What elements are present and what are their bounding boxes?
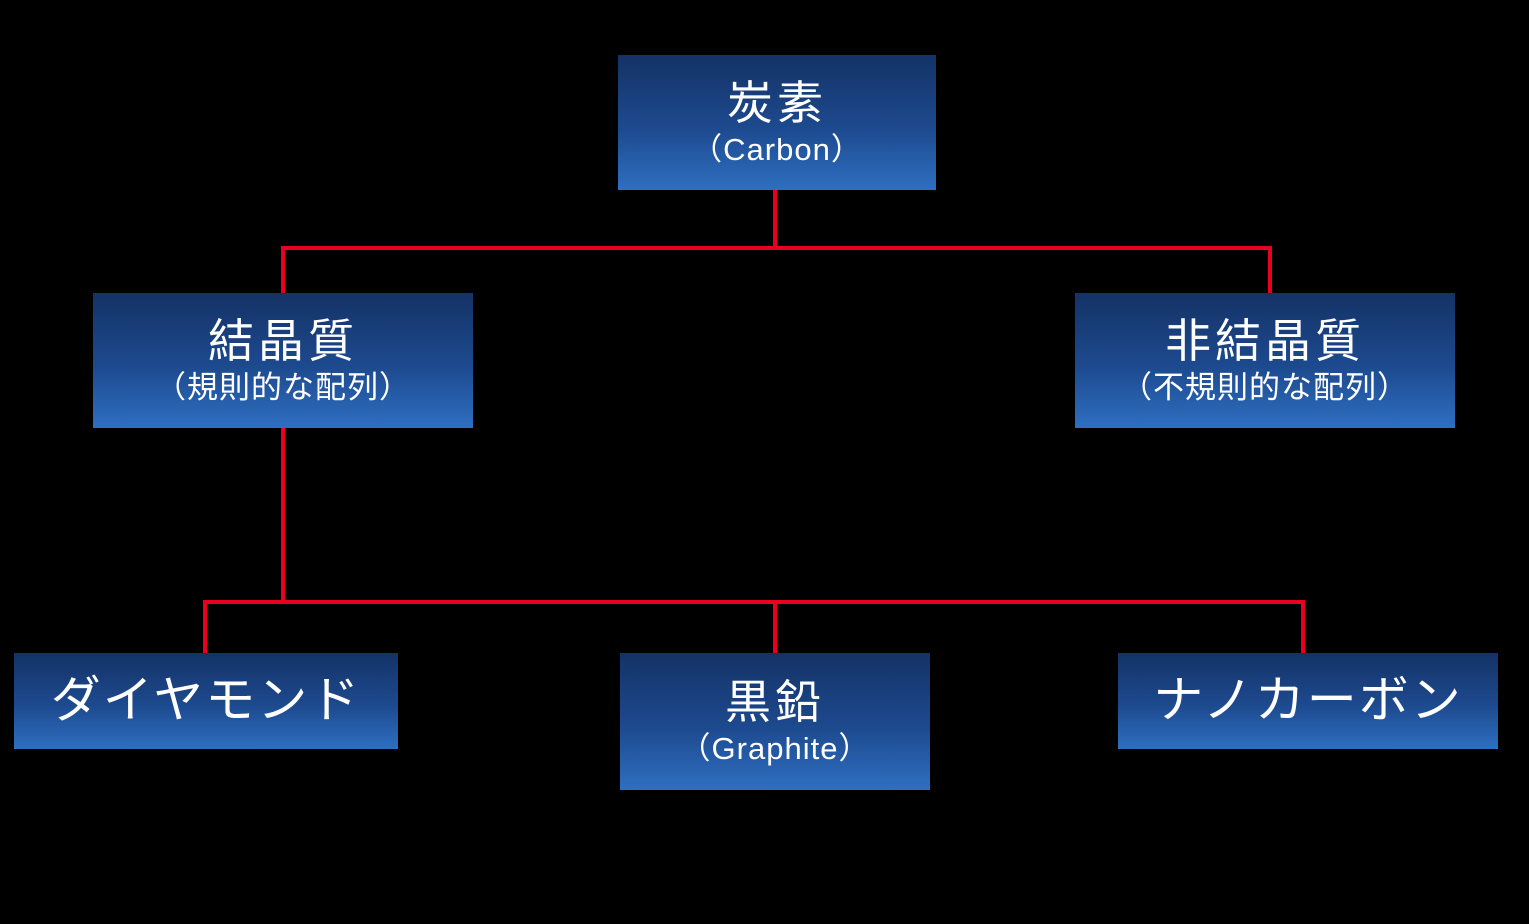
node-crystalline-sublabel: （規則的な配列）	[155, 370, 411, 406]
node-carbon: 炭素 （Carbon）	[618, 55, 936, 190]
connector-level2-horizontal	[203, 600, 1305, 604]
connector-diamond-drop	[203, 600, 207, 653]
node-carbon-sublabel: （Carbon）	[691, 132, 863, 168]
node-nanocarbon-label: ナノカーボン	[1153, 672, 1463, 729]
connector-graphite-drop	[773, 600, 777, 653]
node-carbon-label: 炭素	[727, 77, 827, 130]
connector-amorphous-drop	[1268, 246, 1272, 293]
node-amorphous-sublabel: （不規則的な配列）	[1121, 370, 1409, 406]
node-graphite: 黒鉛 （Graphite）	[620, 653, 930, 790]
node-crystalline: 結晶質 （規則的な配列）	[93, 293, 473, 428]
node-graphite-sublabel: （Graphite）	[679, 731, 871, 767]
node-amorphous: 非結晶質 （不規則的な配列）	[1075, 293, 1455, 428]
connector-carbon-drop	[773, 190, 777, 248]
connector-crystalline-down	[281, 428, 285, 604]
node-crystalline-label: 結晶質	[208, 315, 358, 368]
connector-crystalline-drop	[281, 246, 285, 293]
node-graphite-label: 黒鉛	[725, 676, 825, 729]
node-nanocarbon: ナノカーボン	[1118, 653, 1498, 749]
connector-level1-horizontal	[281, 246, 1272, 250]
node-diamond: ダイヤモンド	[14, 653, 398, 749]
node-diamond-label: ダイヤモンド	[50, 672, 362, 729]
node-amorphous-label: 非結晶質	[1165, 315, 1365, 368]
connector-nanocarbon-drop	[1301, 600, 1305, 653]
